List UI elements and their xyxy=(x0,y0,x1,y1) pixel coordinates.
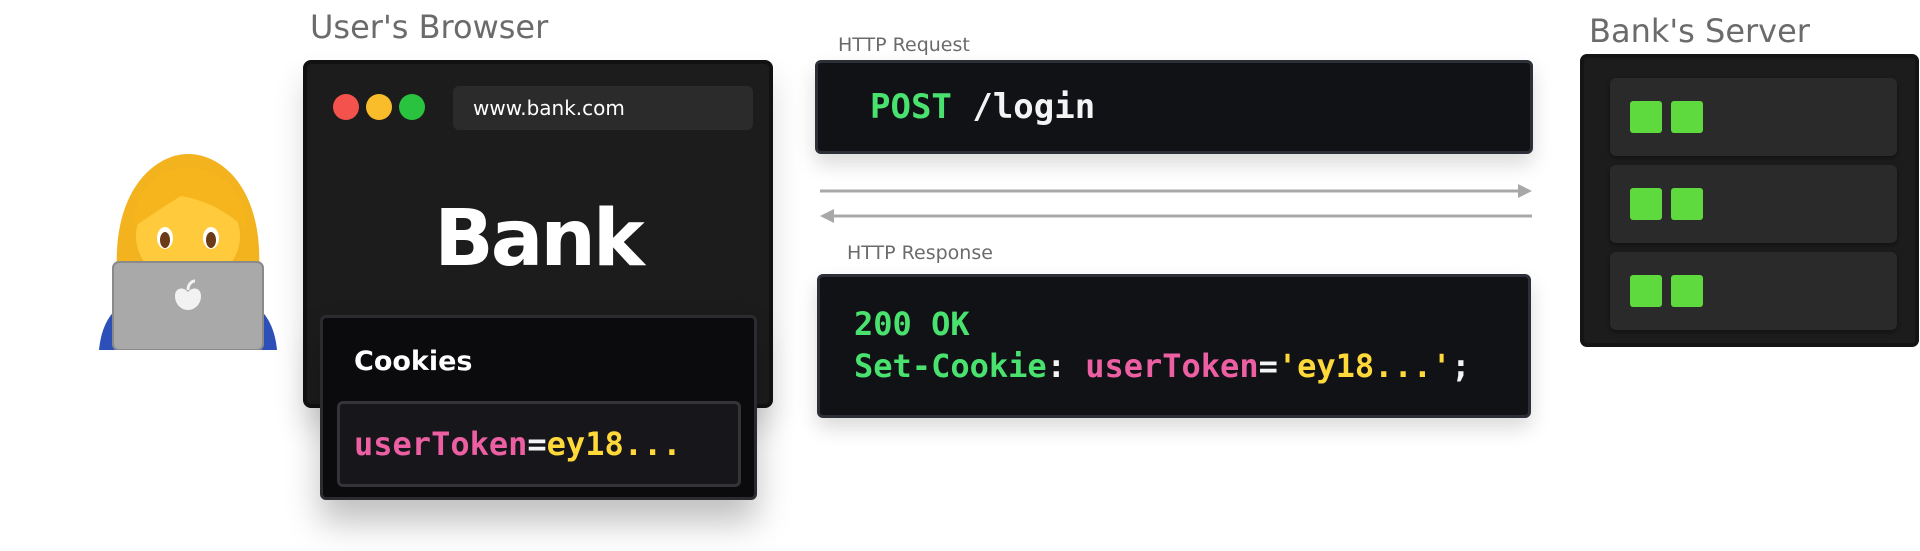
cookies-title: Cookies xyxy=(354,346,473,377)
laptop-icon xyxy=(112,261,264,350)
arrow-right-icon xyxy=(820,184,1532,198)
window-close-dot[interactable] xyxy=(333,94,359,120)
cookie-entry: userToken=ey18... xyxy=(337,401,741,487)
response-cookie-name: userToken xyxy=(1085,347,1259,385)
server-rack xyxy=(1610,78,1897,156)
server-led xyxy=(1630,275,1662,307)
woman-technologist-icon xyxy=(99,154,277,350)
bank-server xyxy=(1580,54,1919,347)
cookies-panel: Cookies userToken=ey18... xyxy=(320,315,757,500)
server-rack xyxy=(1610,165,1897,243)
http-request-panel: POST /login xyxy=(815,60,1533,154)
server-led xyxy=(1671,101,1703,133)
response-header-name: Set-Cookie xyxy=(854,347,1047,385)
server-rack xyxy=(1610,252,1897,330)
address-bar[interactable]: www.bank.com xyxy=(453,86,753,130)
http-response-panel: 200 OK Set-Cookie: userToken='ey18...'; xyxy=(817,274,1531,418)
cookie-equals: = xyxy=(527,425,547,463)
http-response-label: HTTP Response xyxy=(847,242,993,264)
response-status: 200 OK xyxy=(854,305,970,343)
server-led xyxy=(1671,275,1703,307)
window-minimize-dot[interactable] xyxy=(366,94,392,120)
server-led xyxy=(1630,101,1662,133)
response-semicolon: ; xyxy=(1451,347,1471,385)
server-led xyxy=(1630,188,1662,220)
response-colon: : xyxy=(1046,347,1086,385)
server-section-title: Bank's Server xyxy=(1589,12,1810,50)
request-method: POST xyxy=(870,87,952,127)
bank-logo: Bank xyxy=(434,194,645,284)
cookie-name: userToken xyxy=(354,425,528,463)
http-request-label: HTTP Request xyxy=(838,34,970,56)
response-cookie-value: 'ey18...' xyxy=(1277,347,1452,385)
request-path: /login xyxy=(951,87,1096,127)
cookie-value: ey18... xyxy=(546,425,682,463)
response-equals: = xyxy=(1258,347,1278,385)
browser-section-title: User's Browser xyxy=(310,8,549,46)
window-maximize-dot[interactable] xyxy=(399,94,425,120)
server-led xyxy=(1671,188,1703,220)
request-response-arrows xyxy=(820,184,1532,223)
arrow-left-icon xyxy=(820,209,1532,223)
response-set-cookie-line: Set-Cookie: userToken='ey18...'; xyxy=(854,345,1528,387)
